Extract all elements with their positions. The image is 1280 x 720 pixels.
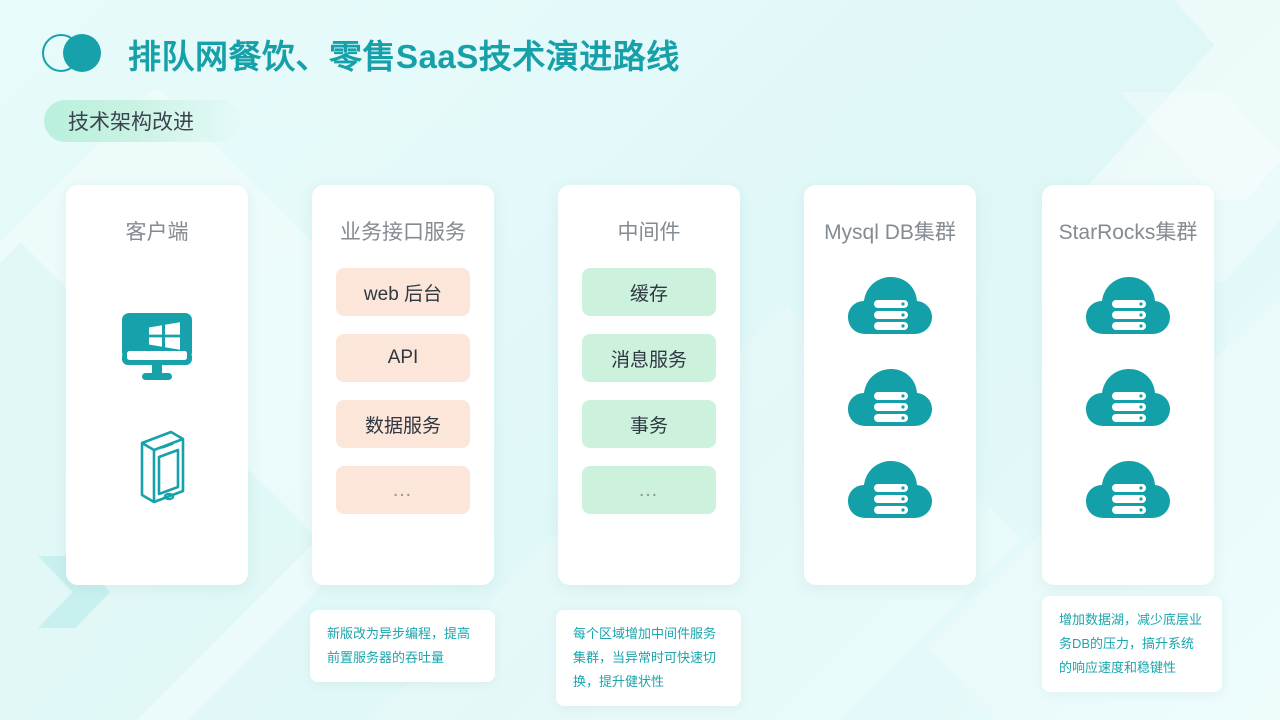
subtitle-pill: 技术架构改进	[44, 100, 240, 142]
chip-transaction[interactable]: 事务	[582, 400, 716, 448]
card-title-starrocks: StarRocks集群	[1058, 221, 1198, 244]
card-starrocks-cluster[interactable]: StarRocks集群	[1042, 185, 1214, 585]
card-title-middleware: 中间件	[617, 221, 681, 244]
cloud-database-icon	[1086, 369, 1170, 426]
card-body-client	[66, 246, 248, 585]
cloud-stack-mysql	[804, 272, 976, 526]
mobile-phone-isometric-icon	[140, 430, 185, 503]
chip-api[interactable]: API	[336, 334, 470, 382]
chip-more-api[interactable]: …	[336, 466, 470, 514]
note-middleware: 每个区域增加中间件服务集群，当异常时可快速切换，提升健状性	[556, 610, 741, 707]
page-title: 排队网餐饮、零售SaaS技术演进路线	[128, 38, 680, 75]
chip-web-backend[interactable]: web 后台	[336, 268, 470, 316]
cloud-database-icon	[1086, 277, 1170, 334]
card-title-client: 客户端	[125, 221, 189, 244]
chip-stack-middleware: 缓存 消息服务 事务 …	[558, 268, 740, 514]
cloud-stack-starrocks	[1042, 272, 1214, 526]
chip-cache[interactable]: 缓存	[582, 268, 716, 316]
logo-filled-circle	[63, 34, 101, 72]
card-api-services[interactable]: 业务接口服务 web 后台 API 数据服务 …	[312, 185, 494, 585]
title-row: 排队网餐饮、零售SaaS技术演进路线	[42, 30, 680, 78]
card-title-mysql: Mysql DB集群	[824, 221, 956, 244]
chip-data-service[interactable]: 数据服务	[336, 400, 470, 448]
note-starrocks: 增加数据湖，减少底层业务DB的压力，搞升系统的响应速度和稳键性	[1042, 596, 1222, 693]
cloud-database-icon	[1086, 461, 1170, 518]
card-title-api: 业务接口服务	[340, 221, 466, 244]
chip-stack-api: web 后台 API 数据服务 …	[312, 268, 494, 514]
desktop-windows-monitor-icon	[122, 312, 192, 380]
cloud-database-icon	[848, 369, 932, 426]
note-api-services: 新版改为异步编程，提高前置服务器的吞吐量	[310, 610, 495, 683]
chip-more-middleware[interactable]: …	[582, 466, 716, 514]
card-middleware[interactable]: 中间件 缓存 消息服务 事务 …	[558, 185, 740, 585]
two-overlapping-circles-logo-icon	[42, 32, 106, 76]
subtitle-label: 技术架构改进	[68, 111, 194, 134]
chip-message-service[interactable]: 消息服务	[582, 334, 716, 382]
card-client[interactable]: 客户端	[66, 185, 248, 585]
cloud-database-icon	[848, 277, 932, 334]
card-mysql-cluster[interactable]: Mysql DB集群	[804, 185, 976, 585]
cloud-database-icon	[848, 461, 932, 518]
